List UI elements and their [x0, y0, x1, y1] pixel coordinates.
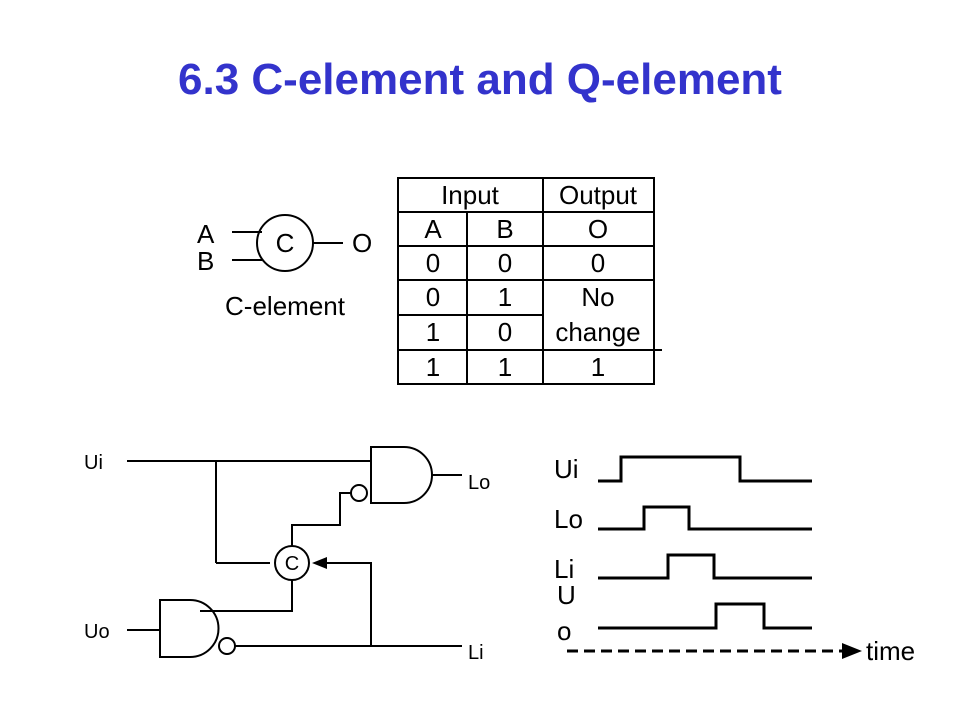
circuit-label-ui: Ui	[84, 452, 103, 474]
table-cell: 0	[498, 248, 512, 278]
circuit-label-c: C	[285, 553, 299, 575]
table-col-o: O	[588, 214, 608, 244]
inverter-bubble-top	[350, 484, 368, 502]
waveform-li	[598, 553, 812, 580]
table-cell: 1	[591, 352, 605, 382]
table-cell: 1	[498, 352, 512, 382]
table-header-output: Output	[559, 180, 638, 210]
c-element-label-b: B	[197, 246, 214, 276]
q-element-circuit	[127, 446, 462, 658]
timing-label-li: Li	[554, 554, 574, 584]
and-gate-bottom	[159, 599, 220, 658]
table-cell: 1	[426, 317, 440, 347]
truth-table	[397, 177, 662, 385]
table-cell: 0	[591, 248, 605, 278]
table-cell: No	[581, 282, 614, 312]
timing-label-lo: Lo	[554, 504, 583, 534]
timing-label-u: U	[557, 580, 576, 610]
wire-c-to-top-gate	[291, 492, 351, 546]
timing-label-o: o	[557, 616, 571, 646]
timing-diagram	[567, 455, 845, 653]
table-col-a: A	[424, 214, 442, 244]
table-cell: 1	[498, 282, 512, 312]
table-header-input: Input	[441, 180, 500, 210]
circuit-label-uo: Uo	[84, 621, 110, 643]
and-gate-top	[370, 446, 433, 504]
page-title: 6.3 C-element and Q-element	[178, 55, 782, 104]
waveform-uo	[598, 602, 812, 630]
table-cell: 0	[426, 282, 440, 312]
c-element-label-c: C	[276, 228, 295, 258]
c-element-caption: C-element	[225, 291, 346, 321]
c-element-label-o: O	[352, 228, 372, 258]
table-cell: 0	[498, 317, 512, 347]
arrowhead-li-to-c	[312, 557, 327, 569]
wire-li-to-c	[327, 562, 372, 646]
waveform-lo	[598, 505, 812, 531]
table-cell: 1	[426, 352, 440, 382]
circuit-label-lo: Lo	[468, 472, 490, 494]
circuit-label-li: Li	[468, 642, 484, 664]
inverter-bubble-bottom	[218, 637, 236, 655]
timing-label-ui: Ui	[554, 454, 579, 484]
table-col-b: B	[496, 214, 513, 244]
c-element-label-a: A	[197, 219, 215, 249]
waveform-ui	[598, 455, 812, 483]
wire-c-to-bottom-gate	[200, 580, 293, 612]
table-cell: change	[555, 317, 640, 347]
timing-axis-label: time	[866, 636, 915, 666]
time-axis-arrowhead	[842, 643, 862, 659]
c-element-symbol	[232, 214, 343, 272]
table-cell: 0	[426, 248, 440, 278]
